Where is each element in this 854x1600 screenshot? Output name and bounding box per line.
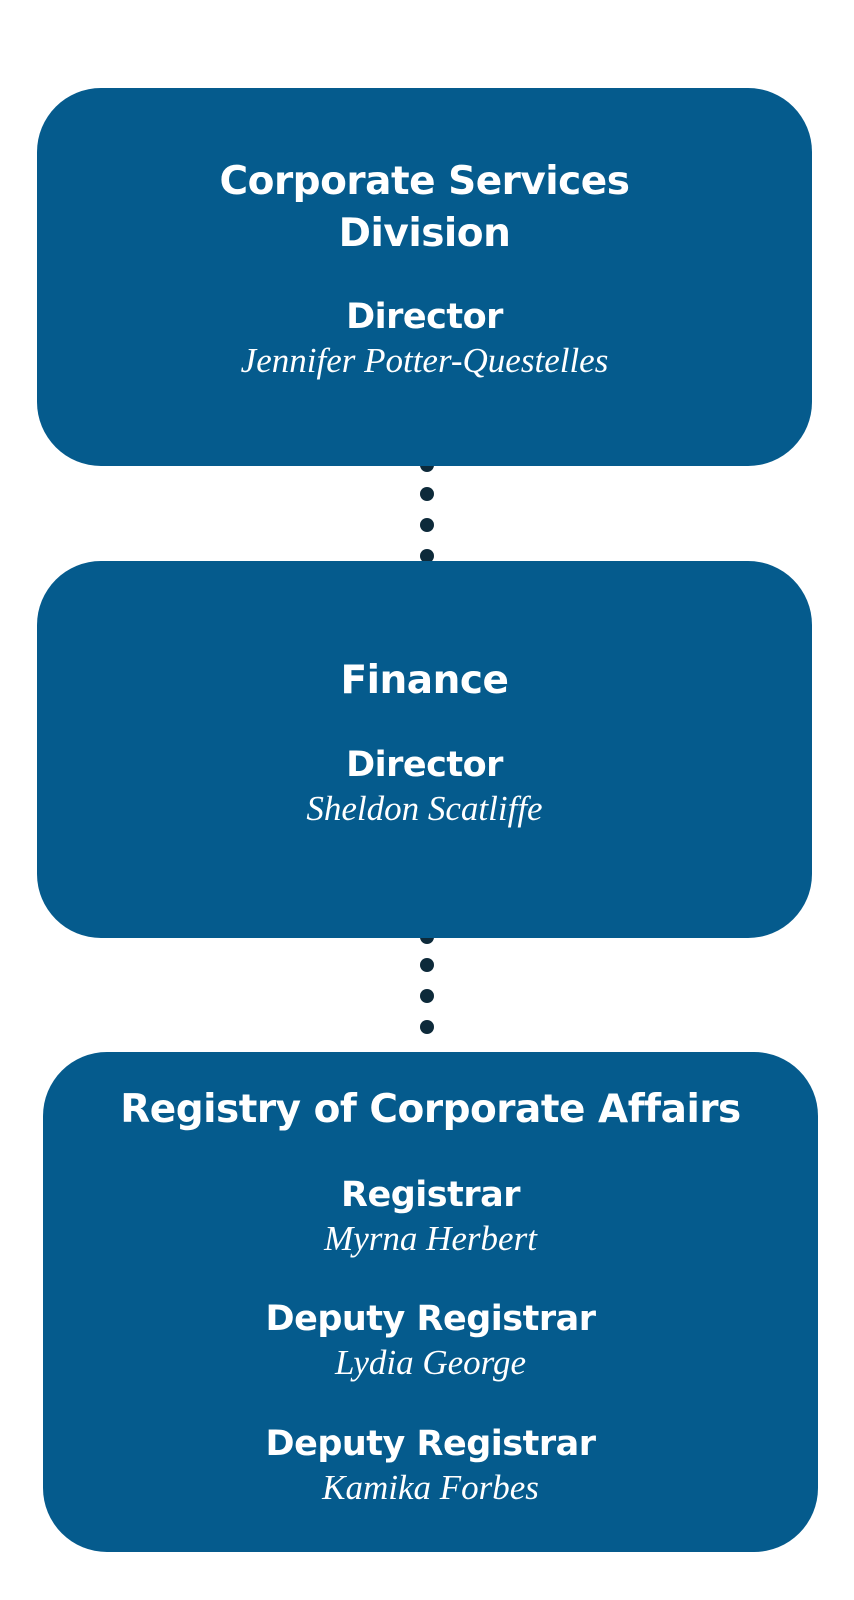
connector-dot bbox=[420, 989, 434, 1003]
node-role: Director bbox=[346, 745, 503, 785]
node-title: Corporate Services bbox=[219, 159, 630, 204]
node-person: Lydia George bbox=[334, 1343, 527, 1382]
connector-1 bbox=[420, 924, 434, 1044]
connector-dot bbox=[420, 1020, 434, 1034]
node-role: Deputy Registrar bbox=[265, 1424, 596, 1464]
node-title: Division bbox=[338, 211, 511, 256]
connector-dot bbox=[420, 487, 434, 501]
node-role: Registrar bbox=[341, 1175, 520, 1215]
org-node-finance: Finance Director Sheldon Scatliffe bbox=[37, 561, 812, 938]
node-person: Jennifer Potter-Questelles bbox=[240, 341, 609, 380]
connector-dot bbox=[420, 549, 434, 563]
org-node-corporate-services: Corporate Services Division Director Jen… bbox=[37, 88, 812, 466]
node-person: Kamika Forbes bbox=[322, 1468, 539, 1507]
node-person: Sheldon Scatliffe bbox=[306, 789, 543, 828]
node-person: Myrna Herbert bbox=[324, 1219, 537, 1258]
node-role: Deputy Registrar bbox=[265, 1299, 596, 1339]
connector-dot bbox=[420, 518, 434, 532]
node-role: Director bbox=[346, 297, 503, 337]
node-title: Finance bbox=[340, 658, 509, 703]
node-title: Registry of Corporate Affairs bbox=[120, 1087, 741, 1132]
connector-dot bbox=[420, 958, 434, 972]
org-node-registry: Registry of Corporate Affairs Registrar … bbox=[43, 1052, 818, 1552]
connector-0 bbox=[420, 452, 434, 572]
